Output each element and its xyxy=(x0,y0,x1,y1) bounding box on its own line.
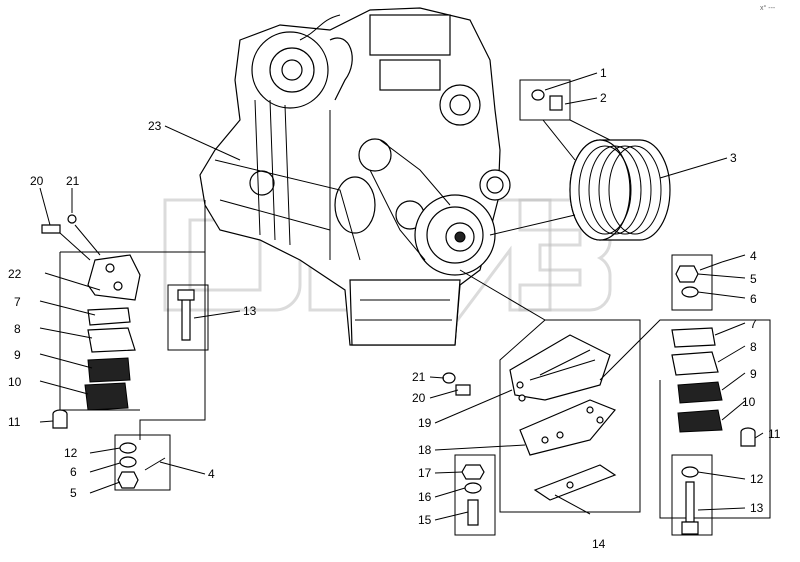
callout-12-right: 12 xyxy=(750,472,764,486)
callout-1: 1 xyxy=(600,66,607,80)
callout-23: 23 xyxy=(148,119,162,133)
callout-19: 19 xyxy=(418,416,432,430)
callout-7-left: 7 xyxy=(14,295,21,309)
callout-21-middle: 21 xyxy=(412,370,426,384)
callout-15: 15 xyxy=(418,513,432,527)
callout-13-right: 13 xyxy=(750,501,764,515)
callout-labels: 1 2 3 4 5 6 7 8 9 10 11 12 13 20 21 22 7… xyxy=(8,4,781,551)
callout-20-middle: 20 xyxy=(412,391,426,405)
callout-11-left: 11 xyxy=(8,415,21,429)
callout-5-left: 5 xyxy=(70,486,77,500)
callout-10-right: 10 xyxy=(742,395,756,409)
middle-mount-bracket-group xyxy=(442,269,641,536)
callout-17: 17 xyxy=(418,466,432,480)
callout-8-right: 8 xyxy=(750,340,757,354)
callout-16: 16 xyxy=(418,490,432,504)
engine-assembly xyxy=(199,7,511,346)
bolt-2 xyxy=(549,95,563,111)
callout-4-left: 4 xyxy=(208,467,215,481)
callout-9-left: 9 xyxy=(14,348,21,362)
callout-7-right: 7 xyxy=(750,317,757,331)
callout-22: 22 xyxy=(8,267,22,281)
callout-21-left: 21 xyxy=(66,174,80,188)
washer-1 xyxy=(519,79,571,121)
callout-18: 18 xyxy=(418,443,432,457)
callout-12-left: 12 xyxy=(64,446,78,460)
callout-14: 14 xyxy=(592,537,606,551)
callout-2: 2 xyxy=(600,91,607,105)
callout-13-left: 13 xyxy=(243,304,257,318)
callout-6-left: 6 xyxy=(70,465,77,479)
callout-8-left: 8 xyxy=(14,322,21,336)
left-mount-bracket-group xyxy=(41,200,209,491)
callout-10-left: 10 xyxy=(8,375,22,389)
callout-4-right: 4 xyxy=(750,249,757,263)
callout-5-right: 5 xyxy=(750,272,757,286)
callout-6-right: 6 xyxy=(750,292,757,306)
callout-20-left: 20 xyxy=(30,174,44,188)
corner-mark: x° ‐‐‐ xyxy=(760,4,776,12)
callout-9-right: 9 xyxy=(750,367,757,381)
callout-11-right: 11 xyxy=(768,427,781,441)
right-mount-bracket-group xyxy=(599,254,771,536)
callout-3: 3 xyxy=(730,151,737,165)
leader-lines xyxy=(39,72,764,521)
pulley-damper-3 xyxy=(489,139,671,241)
